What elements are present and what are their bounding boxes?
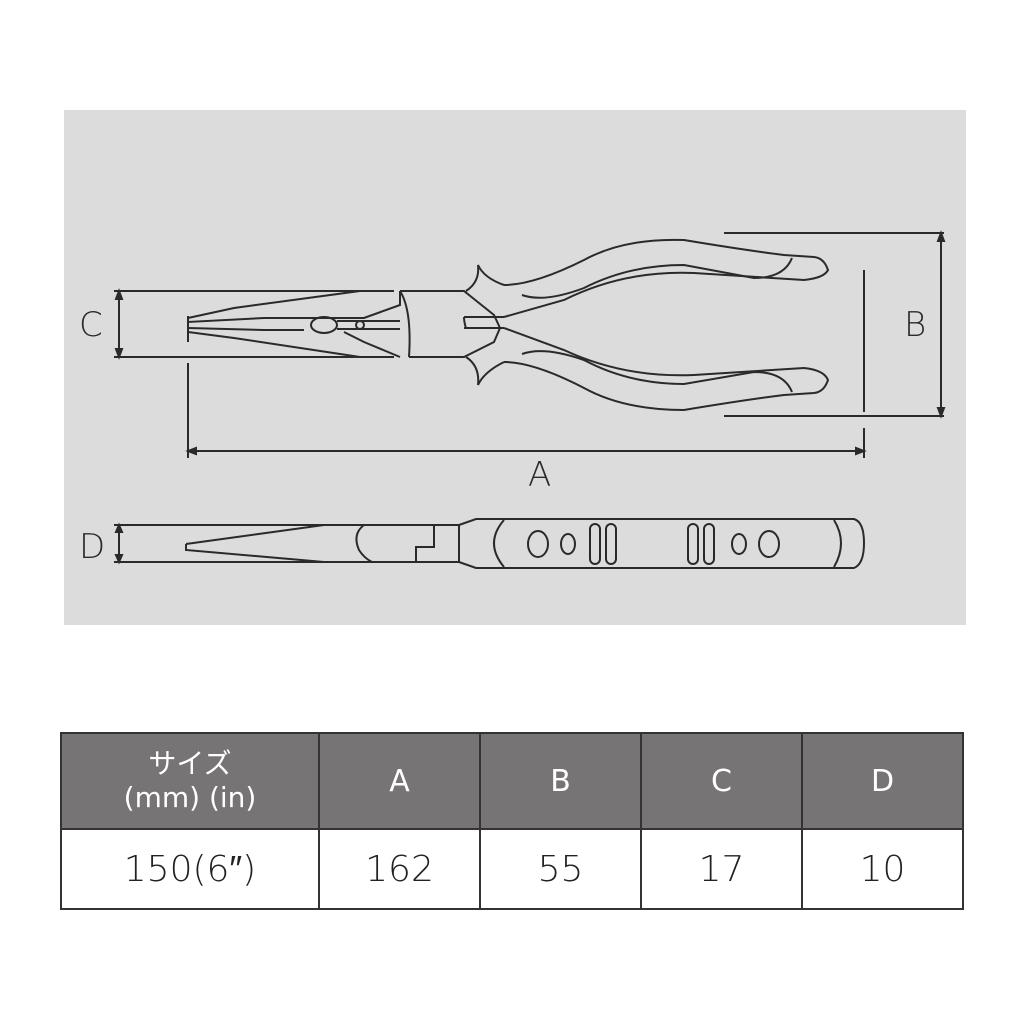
- header-size-label: サイズ: [148, 747, 232, 781]
- table-row: 150(6″) 162 55 17 10: [60, 828, 964, 910]
- header-d: D: [801, 732, 964, 830]
- pliers-drawing: [114, 230, 946, 569]
- spec-table: サイズ (mm) (in) A B C D 150(6″) 162 55 17 …: [60, 732, 964, 910]
- dim-label-c: C: [79, 305, 103, 345]
- cell-size: 150(6″): [60, 828, 320, 910]
- dim-label-a: A: [528, 455, 552, 495]
- header-c: C: [640, 732, 803, 830]
- header-size-units: (mm) (in): [123, 781, 257, 814]
- dim-label-d: D: [79, 527, 106, 567]
- header-b: B: [479, 732, 642, 830]
- header-size: サイズ (mm) (in): [60, 732, 320, 830]
- cell-d: 10: [801, 828, 964, 910]
- header-a: A: [318, 732, 481, 830]
- diagram-panel: C B A D: [64, 110, 966, 625]
- dim-label-b: B: [904, 305, 927, 345]
- cell-a: 162: [318, 828, 481, 910]
- cell-b: 55: [479, 828, 642, 910]
- table-header-row: サイズ (mm) (in) A B C D: [60, 732, 964, 830]
- cell-c: 17: [640, 828, 803, 910]
